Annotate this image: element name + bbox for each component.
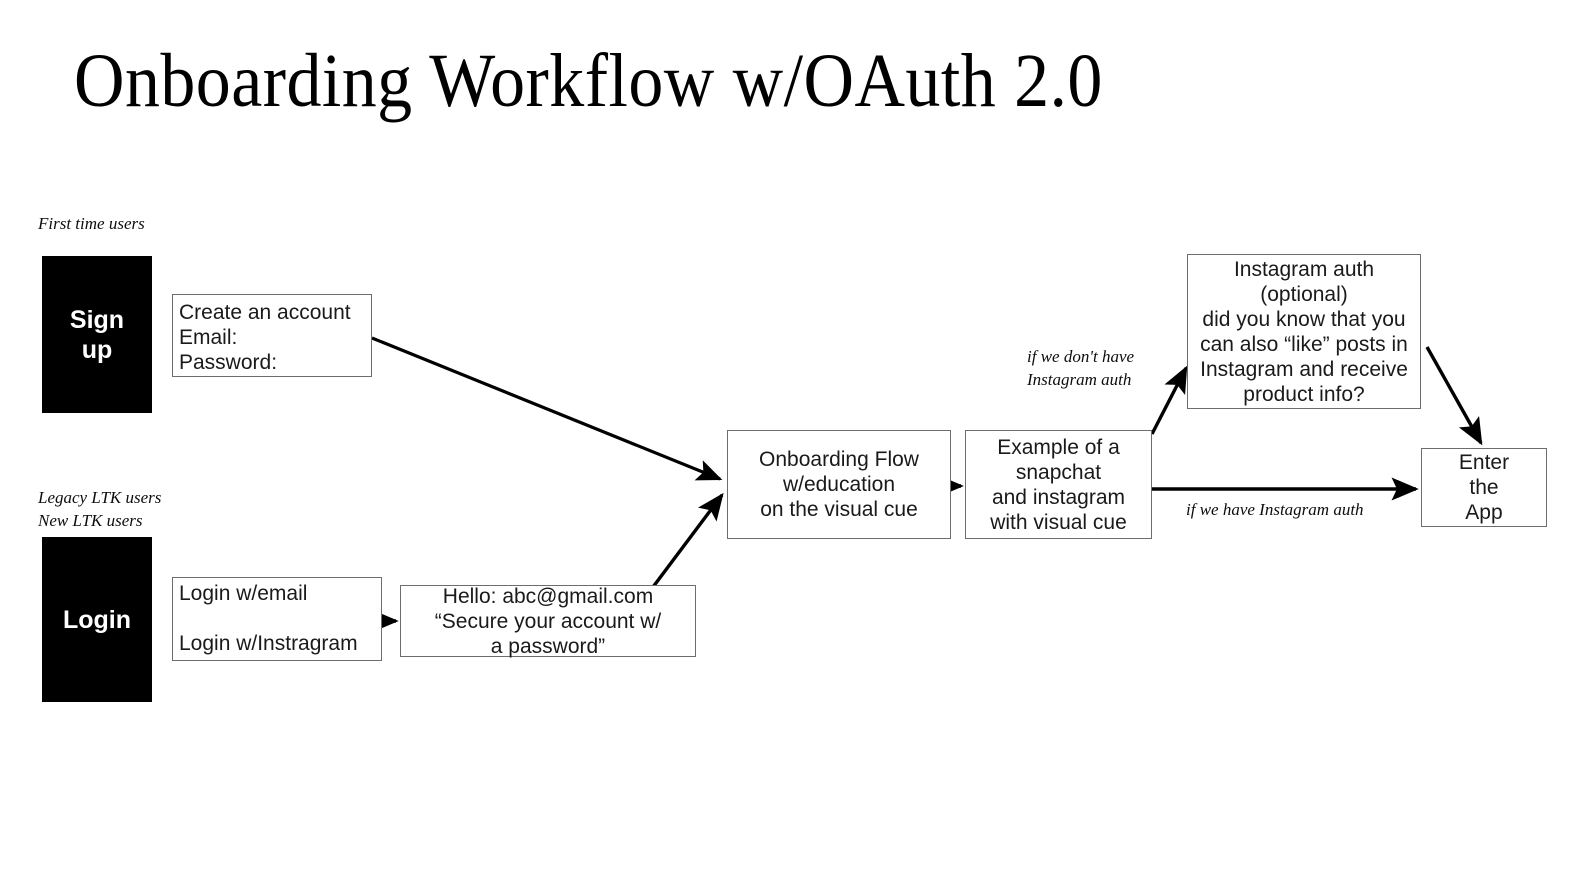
annotation-first-time-users: First time users: [38, 214, 145, 233]
node-onboarding-flow[interactable]: Onboarding Flow w/education on the visua…: [727, 430, 951, 539]
arrow-create-account-to-onboarding: [371, 336, 723, 481]
node-hello-secure-account[interactable]: Hello: abc@gmail.com “Secure your accoun…: [400, 585, 696, 658]
arrow-instagram-auth-to-enter-app: [1425, 346, 1483, 446]
edge-label-if-have-instagram-auth: if we have Instagram auth: [1186, 500, 1364, 519]
login-option-email: Login w/email: [179, 582, 308, 605]
node-create-account[interactable]: Create an account Email: Password:: [172, 294, 372, 377]
node-login[interactable]: Login: [42, 537, 152, 702]
node-instagram-auth-optional[interactable]: Instagram auth (optional) did you know t…: [1187, 254, 1421, 409]
node-enter-the-app[interactable]: Enter the App: [1421, 448, 1547, 527]
arrow-hello-to-onboarding: [651, 492, 724, 589]
node-example-visual-cue[interactable]: Example of a snapchat and instagram with…: [965, 430, 1152, 539]
node-login-options[interactable]: Login w/email Login w/Instragram: [172, 577, 382, 661]
node-sign-up[interactable]: Sign up: [42, 256, 152, 413]
login-option-instagram: Login w/Instragram: [179, 632, 358, 655]
instagram-auth-text: Instagram auth (optional) did you know t…: [1200, 257, 1408, 406]
page-title: Onboarding Workflow w/OAuth 2.0: [74, 39, 1103, 123]
edge-label-if-no-instagram-auth: if we don't have Instagram auth: [1027, 347, 1135, 389]
arrow-example-to-instagram-auth: [1150, 365, 1188, 435]
annotation-legacy-new-ltk-users: Legacy LTK users New LTK users: [38, 488, 162, 530]
